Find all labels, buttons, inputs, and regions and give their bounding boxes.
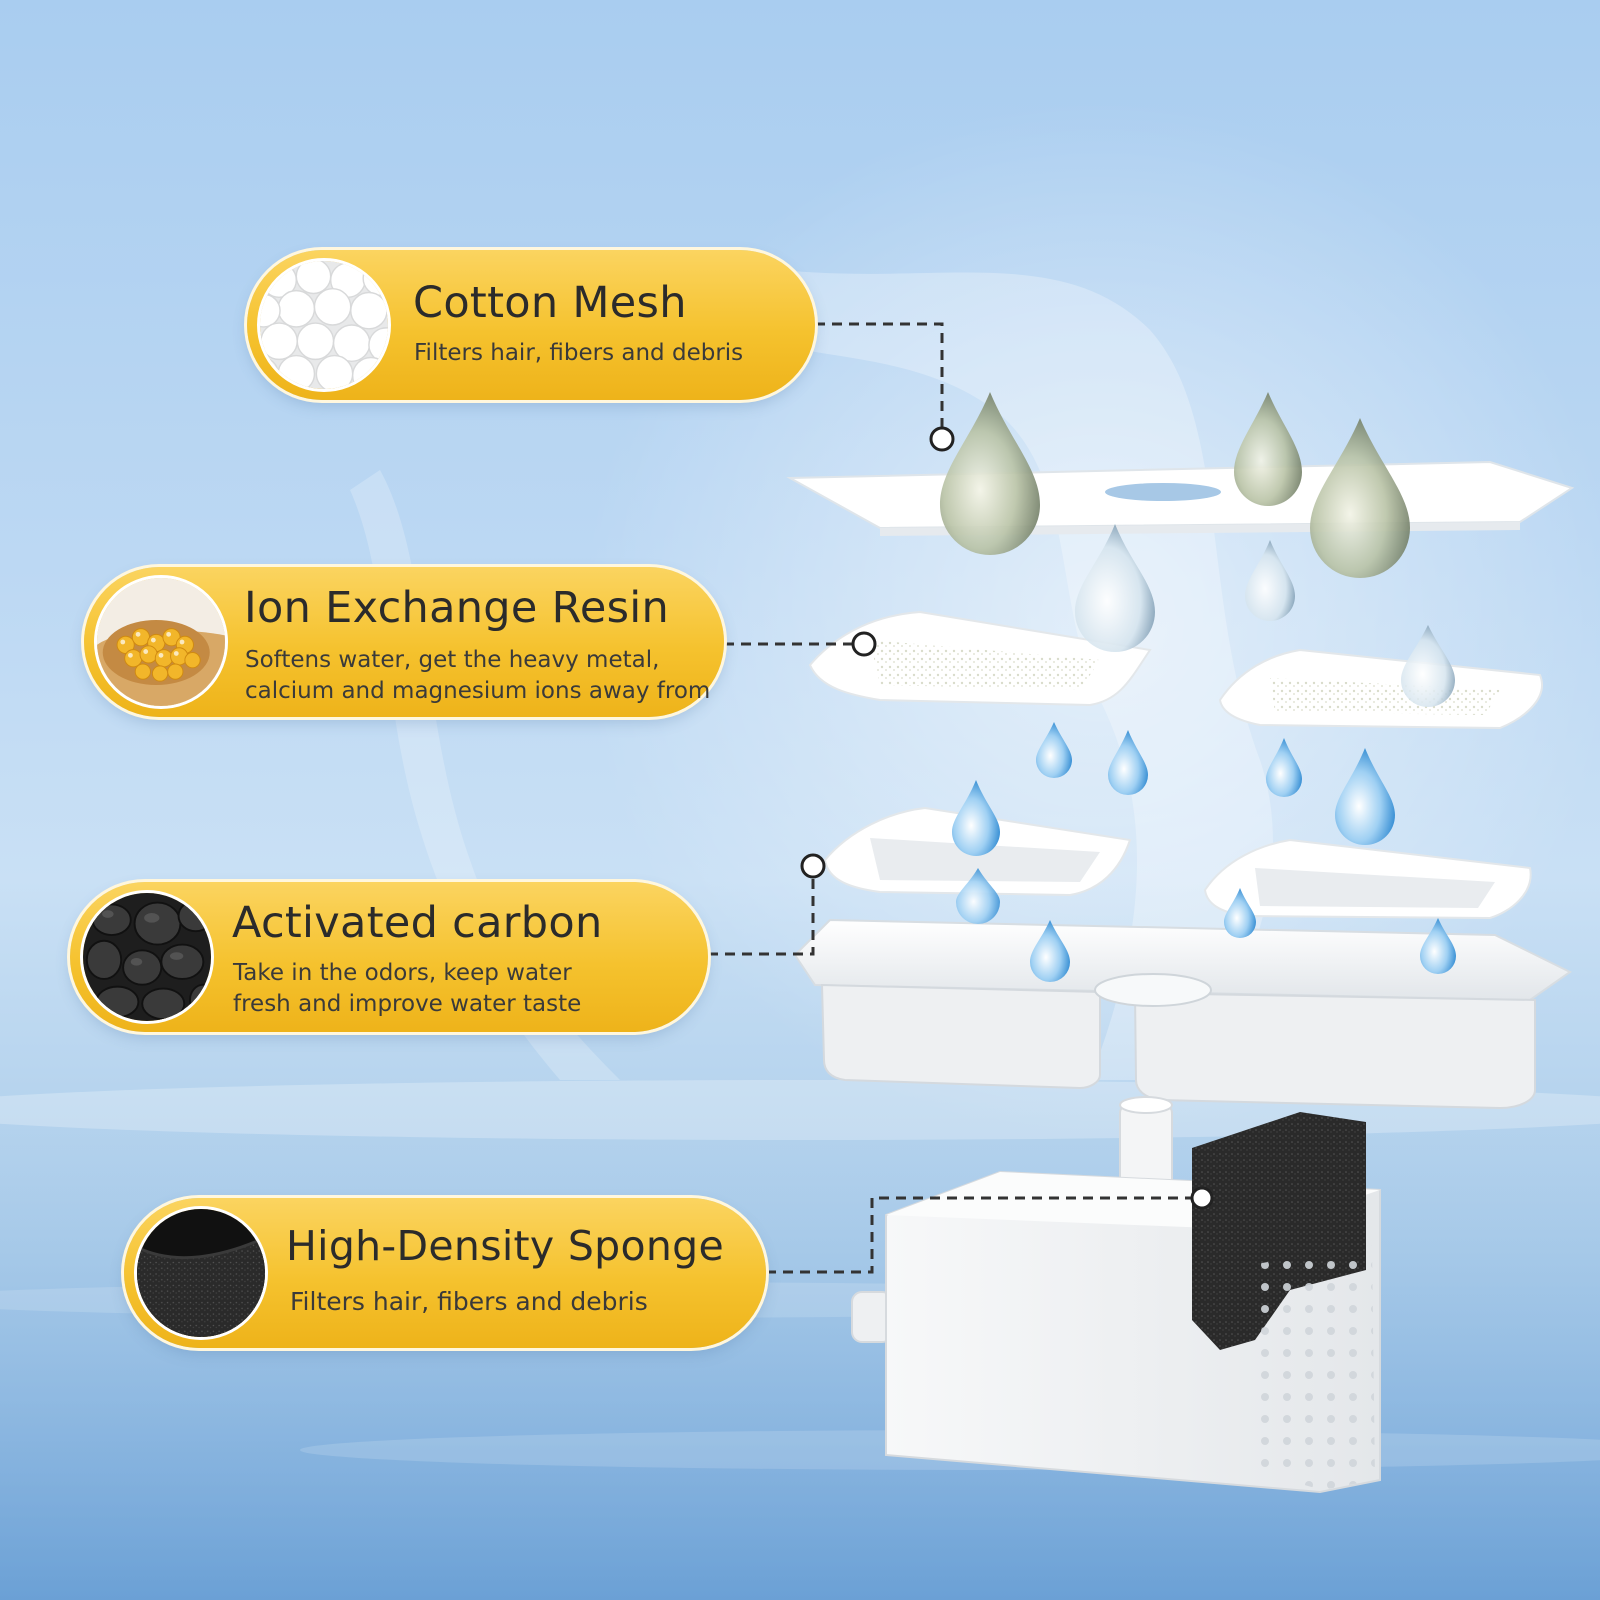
layer-title: Cotton Mesh: [413, 278, 687, 328]
carbon-pouch-right: [1203, 838, 1532, 920]
layer-title: Ion Exchange Resin: [244, 583, 670, 633]
connector-lines: [708, 322, 1200, 1274]
dot-high-density-sponge: [1190, 1186, 1214, 1210]
pump-box: [851, 1096, 1381, 1494]
layer-description: Filters hair, fibers and debris: [414, 340, 744, 366]
layer-description: Softens water, get the heavy metal, calc…: [245, 647, 711, 704]
layer-title: High-Density Sponge: [286, 1222, 725, 1270]
carbon-pellets-icon: [80, 890, 214, 1024]
filter-tray: [793, 918, 1572, 1110]
connector-dots: [800, 426, 1214, 1210]
layer-card-cotton-mesh: Cotton Mesh Filters hair, fibers and deb…: [247, 250, 815, 400]
resin-pouch-right: [1218, 648, 1543, 730]
connector-cotton-mesh: [815, 322, 944, 440]
layer-title: Activated carbon: [232, 898, 603, 948]
resin-beads-icon: [94, 575, 228, 709]
layer-card-high-density-sponge: High-Density Sponge Filters hair, fibers…: [124, 1198, 766, 1348]
sponge-icon: [134, 1206, 268, 1340]
connector-high-density-sponge: [766, 1196, 1200, 1274]
water-drops: [940, 392, 1456, 982]
dot-ion-exchange-resin: [851, 631, 877, 657]
dot-activated-carbon: [800, 853, 826, 879]
cotton-balls-icon: [257, 258, 391, 392]
layer-card-ion-exchange-resin: Ion Exchange Resin Softens water, get th…: [84, 567, 724, 717]
layer-description: Filters hair, fibers and debris: [290, 1287, 648, 1316]
connector-activated-carbon: [708, 868, 815, 956]
layer-description: Take in the odors, keep water fresh and …: [233, 960, 582, 1017]
dot-cotton-mesh: [929, 426, 955, 452]
resin-pouch-left: [808, 610, 1152, 707]
layer-card-activated-carbon: Activated carbon Take in the odors, keep…: [70, 882, 708, 1032]
